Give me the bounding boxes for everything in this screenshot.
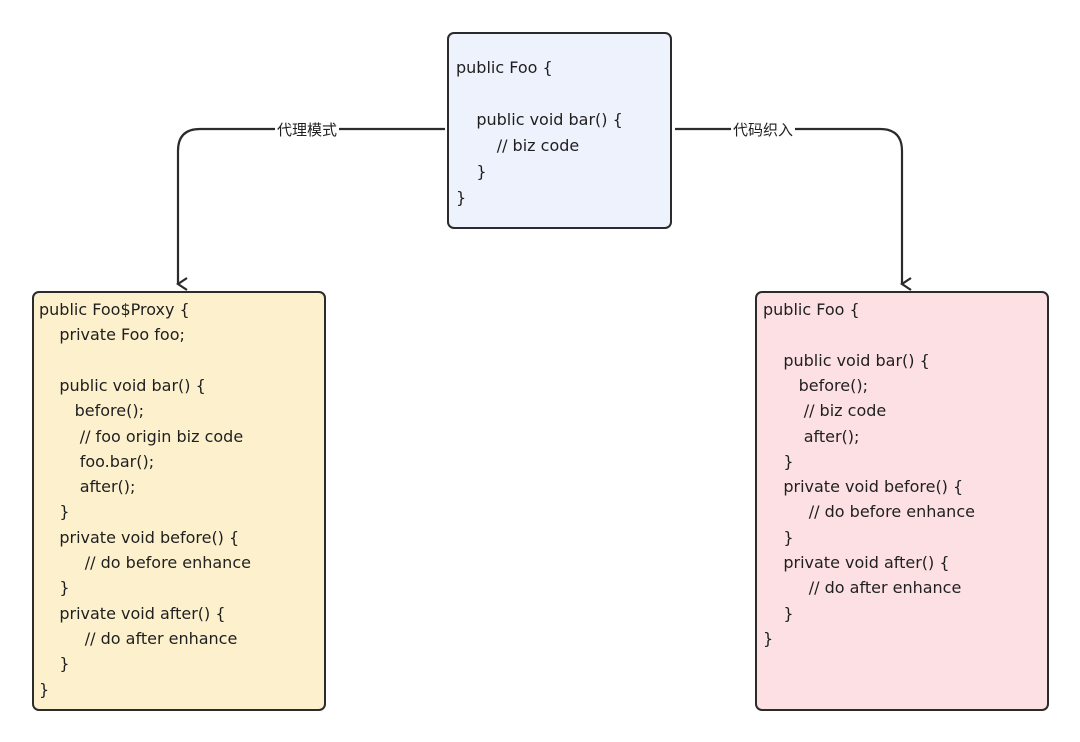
weave-edge-line xyxy=(675,127,912,291)
code-line: } xyxy=(763,603,794,623)
code-line: } xyxy=(456,188,467,207)
code-line: after(); xyxy=(763,426,860,446)
code-line: } xyxy=(763,451,794,471)
code-line: public void bar() { xyxy=(39,375,206,395)
code-line: // foo origin biz code xyxy=(39,426,244,446)
code-line: } xyxy=(39,654,70,674)
code-line: private void before() { xyxy=(763,477,964,497)
woven-class-box: public Foo { public void bar() { before(… xyxy=(755,291,1049,711)
code-line: private void after() { xyxy=(39,603,226,623)
code-line: public void bar() { xyxy=(763,350,930,370)
code-line: before(); xyxy=(763,375,868,395)
code-line: // do before enhance xyxy=(39,553,251,572)
code-line: public Foo$Proxy { xyxy=(39,300,190,319)
code-line: // do before enhance xyxy=(763,502,975,522)
code-line: foo.bar(); xyxy=(39,451,155,471)
code-line: // do after enhance xyxy=(39,628,238,648)
proxy-edge-line xyxy=(176,127,445,291)
code-line: // biz code xyxy=(763,401,887,421)
code-line: } xyxy=(39,578,70,598)
code-line: // do after enhance xyxy=(763,578,962,598)
code-line: private Foo foo; xyxy=(39,325,185,345)
proxy-class-box: public Foo$Proxy { private Foo foo; publ… xyxy=(32,291,326,711)
code-line: private void before() { xyxy=(39,527,240,547)
code-line: // biz code xyxy=(456,136,580,155)
code-line: after(); xyxy=(39,477,136,497)
code-line: } xyxy=(763,527,794,547)
code-line: } xyxy=(39,502,70,522)
code-line: before(); xyxy=(39,401,144,421)
code-line: } xyxy=(456,162,487,181)
code-line: public Foo { xyxy=(456,58,553,77)
proxy-pattern-label: 代理模式 xyxy=(275,121,340,139)
code-line: public void bar() { xyxy=(456,110,623,129)
original-class-box: public Foo { public void bar() { // biz … xyxy=(447,32,672,229)
code-line: public Foo { xyxy=(763,300,860,319)
code-line: } xyxy=(39,679,50,699)
code-weaving-label: 代码织入 xyxy=(731,121,796,139)
code-line: } xyxy=(763,628,774,648)
code-line: private void after() { xyxy=(763,553,950,572)
